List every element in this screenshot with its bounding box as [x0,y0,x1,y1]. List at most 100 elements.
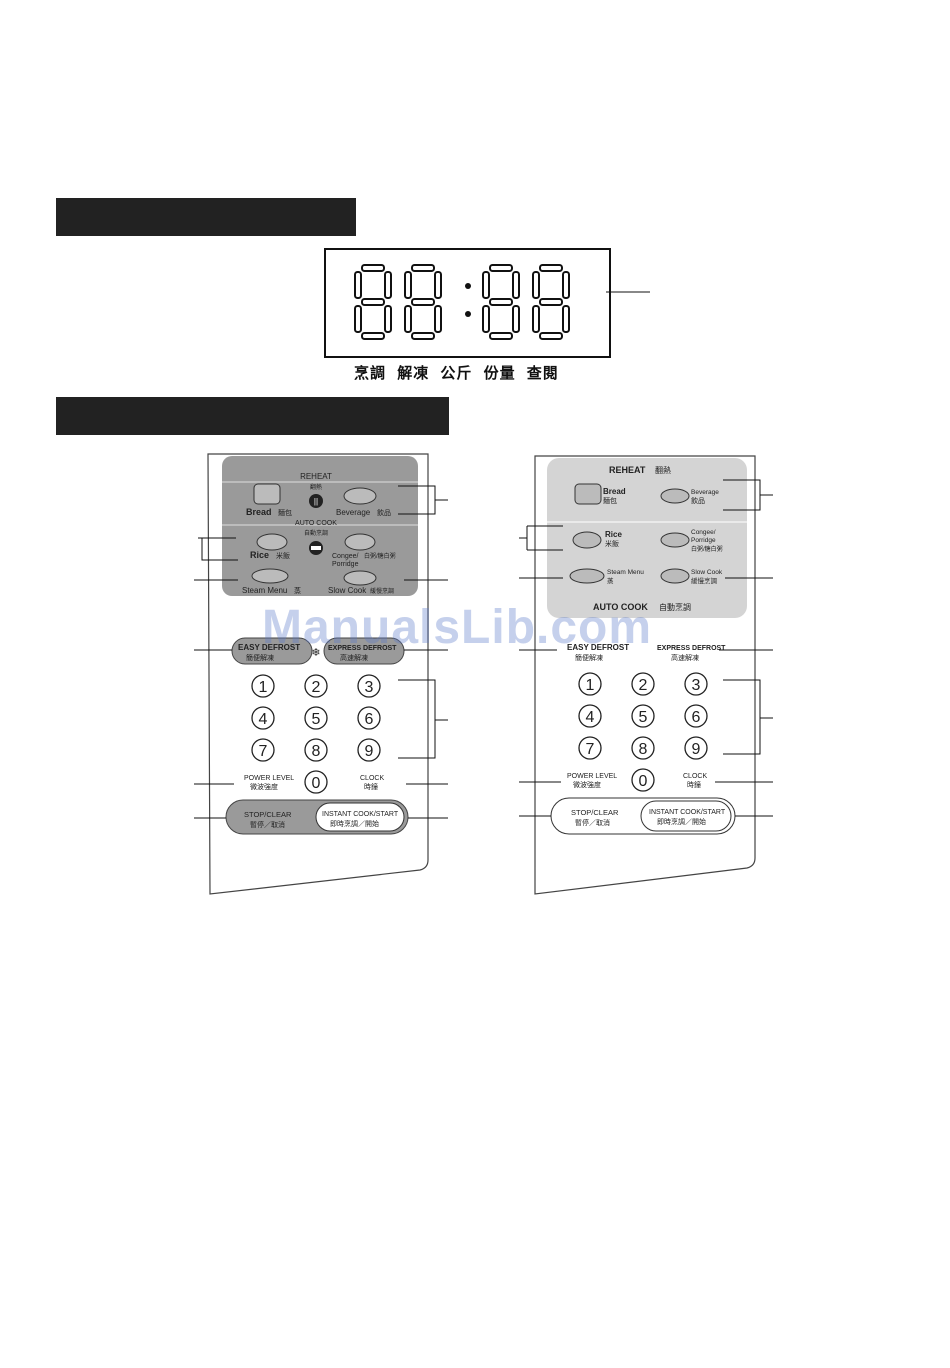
section-header-bar-display [56,198,356,236]
key-2-button[interactable]: 2 [631,672,655,696]
auto-cook-cn-label: 自動烹調 [659,602,691,612]
key-7-button[interactable]: 7 [251,738,275,762]
power-level-button[interactable]: POWER LEVEL 微波強度 [567,773,617,789]
segment-g [411,298,435,306]
rice-button[interactable]: Rice 米飯 [250,533,290,560]
express-defrost-label: EXPRESS DEFROST [328,645,397,652]
congee-button[interactable]: Congee/ Porridge 白粥/糖白粥 [660,529,723,553]
instant-cook-start-button[interactable]: INSTANT COOK/START 即時烹調／開始 [640,800,732,832]
congee-bowl-icon [344,533,376,551]
key-label: 2 [312,679,321,696]
stop-clear-label: STOP/CLEAR [244,810,292,819]
key-4-button[interactable]: 4 [578,704,602,728]
instant-cook-start-button[interactable]: INSTANT COOK/START 即時烹調／開始 [315,802,405,832]
reheat-fork-knife-icon [309,494,323,508]
key-3-button[interactable]: 3 [357,674,381,698]
display-indicators: 烹調 解凍 公斤 份量 查閱 [354,362,604,383]
digit-1 [354,264,392,340]
clock-button[interactable]: CLOCK 時鐘 [360,775,384,791]
instant-cook-cn-label: 即時烹調／開始 [657,817,706,826]
stop-clear-button[interactable]: STOP/CLEAR 暫停／取消 [244,810,292,829]
express-defrost-button[interactable]: EXPRESS DEFROST 高速解凍 [323,637,405,665]
rice-label: Rice [605,530,622,539]
stop-clear-button[interactable]: STOP/CLEAR 暫停／取消 [571,808,619,827]
key-0-button[interactable]: 0 [631,768,655,792]
stop-clear-cn-label: 暫停／取消 [575,818,610,827]
key-5-button[interactable]: 5 [304,706,328,730]
porridge-label: Porridge [332,561,359,568]
bread-cn-label: 麵包 [278,508,292,517]
beverage-label: Beverage [336,508,371,517]
digit-4 [532,264,570,340]
reheat-label: REHEAT [300,472,332,481]
express-defrost-button[interactable]: EXPRESS DEFROST 高速解凍 [657,645,726,662]
power-level-button[interactable]: POWER LEVEL 微波強度 [244,775,294,791]
svg-text:||: || [314,497,318,506]
reheat-cn-label: 翻熱 [655,465,671,475]
clock-cn-label: 時鐘 [687,780,701,789]
congee-cn-label: 白粥/糖白粥 [364,552,396,560]
key-0-button[interactable]: 0 [304,770,328,794]
key-label: 8 [639,741,648,758]
slow-cook-cn-label: 緩慢烹調 [370,587,394,595]
number-keypad: 1 2 3 4 5 6 7 8 9 0 [251,674,381,794]
key-5-button[interactable]: 5 [631,704,655,728]
porridge-label: Porridge [691,537,716,544]
beverage-button[interactable]: Beverage 飲品 [336,487,391,517]
segment-d [361,332,385,340]
key-2-button[interactable]: 2 [304,674,328,698]
slow-cook-button[interactable]: Slow Cook 緩慢烹調 [328,570,394,595]
bread-button[interactable]: Bread 麵包 [574,483,626,505]
key-label: 8 [312,743,321,760]
key-8-button[interactable]: 8 [304,738,328,762]
slow-cook-button[interactable]: Slow Cook 緩慢烹調 [660,568,723,585]
indicator-cook: 烹調 [354,365,387,382]
key-1-button[interactable]: 1 [251,674,275,698]
segment-e [532,305,540,333]
key-label: 3 [365,679,374,696]
segment-f [482,271,490,299]
key-7-button[interactable]: 7 [578,736,602,760]
beverage-button[interactable]: Beverage 飲品 [660,488,719,505]
power-level-label: POWER LEVEL [567,773,617,780]
auto-cook-label: AUTO COOK [593,602,648,612]
key-9-button[interactable]: 9 [684,736,708,760]
key-label: 6 [365,711,374,728]
easy-defrost-button[interactable]: EASY DEFROST 簡便解凍 [231,637,313,665]
segment-e [482,305,490,333]
clock-button[interactable]: CLOCK 時鐘 [683,773,707,789]
steam-menu-button[interactable]: Steam Menu 蒸 [242,568,301,595]
rice-button[interactable]: Rice 米飯 [572,530,622,549]
control-panel-right: REHEAT 翻熱 Bread 麵包 Beverage 飲品 Rice 米飯 C… [519,455,773,895]
steam-menu-button[interactable]: Steam Menu 蒸 [569,568,644,585]
control-panel-left: REHEAT 翻熱 || Bread 麵包 Beverage 飲品 AUTO C… [194,453,448,895]
key-3-button[interactable]: 3 [684,672,708,696]
congee-button[interactable]: Congee/ 白粥/糖白粥 Porridge [332,533,396,568]
slow-cook-label: Slow Cook [691,569,723,576]
rice-bowl-icon [256,533,288,551]
instant-cook-cn-label: 即時烹調／開始 [330,819,379,828]
key-9-button[interactable]: 9 [357,738,381,762]
colon-dot-bottom [465,311,471,317]
bread-button[interactable]: Bread 麵包 [246,483,292,517]
clock-label: CLOCK [360,775,384,782]
key-4-button[interactable]: 4 [251,706,275,730]
segment-a [489,264,513,272]
segment-b [562,271,570,299]
key-1-button[interactable]: 1 [578,672,602,696]
key-6-button[interactable]: 6 [684,704,708,728]
segment-b [434,271,442,299]
key-8-button[interactable]: 8 [631,736,655,760]
segment-g [361,298,385,306]
easy-defrost-label: EASY DEFROST [238,643,300,652]
key-label: 3 [692,677,701,694]
stop-clear-label: STOP/CLEAR [571,808,619,817]
key-label: 7 [586,741,595,758]
key-label: 0 [639,773,648,790]
key-6-button[interactable]: 6 [357,706,381,730]
key-label: 2 [639,677,648,694]
key-label: 1 [586,677,595,694]
easy-defrost-button[interactable]: EASY DEFROST 簡便解凍 [567,643,629,662]
segment-b [512,271,520,299]
instant-cook-label: INSTANT COOK/START [322,811,399,818]
